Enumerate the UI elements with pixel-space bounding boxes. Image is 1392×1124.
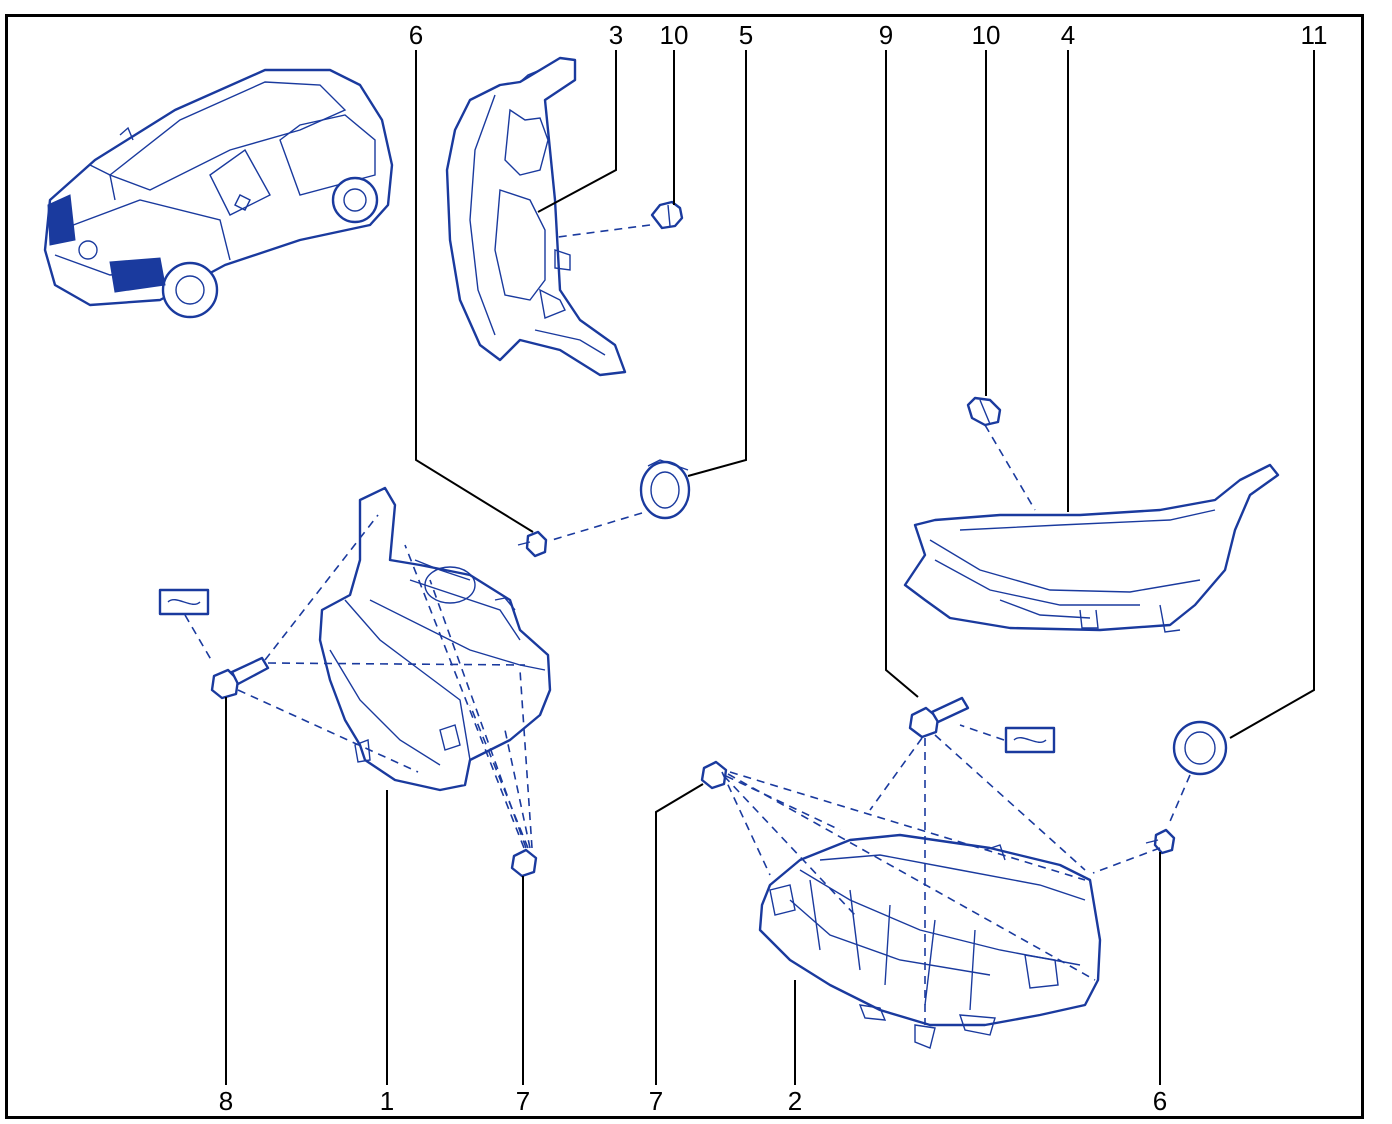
- callout-9: 9: [879, 20, 893, 50]
- fog-lamp-right-icon: [758, 833, 1102, 1049]
- callout-2: 2: [788, 1086, 802, 1116]
- callout-4: 4: [1061, 20, 1075, 50]
- callout-10-right: 10: [972, 20, 1001, 50]
- fog-lamp-left-icon: [318, 486, 552, 792]
- bulb-icon: [966, 396, 1002, 427]
- callout-10-left: 10: [660, 20, 689, 50]
- callout-7-left: 7: [516, 1086, 530, 1116]
- cap-icon: [639, 459, 691, 520]
- callout-3: 3: [609, 20, 623, 50]
- callout-6-bottom: 6: [1153, 1086, 1167, 1116]
- callout-7-right: 7: [649, 1086, 663, 1116]
- clip-icon: [700, 760, 728, 790]
- screw-icon: [210, 656, 270, 700]
- sealant-symbol-icon: [158, 588, 210, 616]
- side-light-assembly-icon: [445, 56, 627, 377]
- leader-lines: [225, 50, 1315, 1085]
- callout-8: 8: [219, 1086, 233, 1116]
- screw-icon: [1145, 828, 1176, 855]
- assembly-guide-lines: [184, 224, 1191, 1025]
- screw-icon: [517, 530, 548, 558]
- sealant-symbol-icon: [1004, 726, 1056, 754]
- cap-icon: [1172, 720, 1228, 776]
- callout-6-top: 6: [409, 20, 423, 50]
- headlamp-icon: [903, 463, 1280, 633]
- callout-11: 11: [1301, 20, 1328, 50]
- vehicle-icon: [43, 68, 394, 319]
- screw-icon: [908, 696, 970, 739]
- callout-5: 5: [739, 20, 753, 50]
- bulb-icon: [650, 200, 684, 230]
- clip-icon: [510, 848, 538, 878]
- callout-1: 1: [380, 1086, 394, 1116]
